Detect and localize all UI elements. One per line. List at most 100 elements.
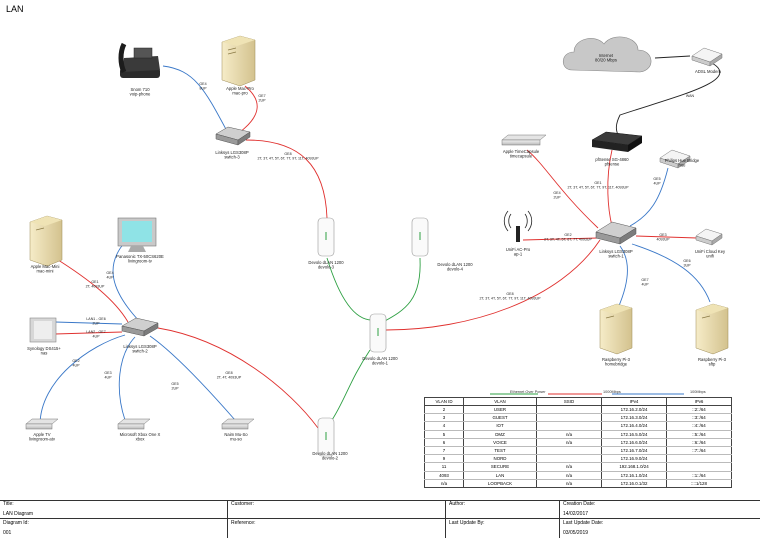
modem-icon[interactable]	[691, 47, 723, 67]
title-block: Title:LAN Diagram Customer: Author: Crea…	[0, 500, 760, 538]
tower-server-icon[interactable]	[695, 303, 729, 355]
switch-icon[interactable]	[121, 317, 159, 337]
table-cell: 172.16.0.1/32	[601, 479, 667, 488]
link-macmini-switch2	[54, 257, 129, 323]
desk-phone-icon[interactable]	[118, 42, 160, 78]
column-header: VLAN	[463, 397, 537, 406]
device-name: Internet	[599, 53, 614, 58]
table-cell: 9	[424, 454, 464, 464]
table-cell: 5	[424, 430, 464, 439]
device-name: Devolo dLAN 1200	[437, 262, 473, 267]
device-name: Devolo dLAN 1200	[312, 451, 348, 456]
modem-icon[interactable]	[695, 228, 723, 246]
powerline-adapter-icon[interactable]	[369, 313, 387, 353]
switch-icon[interactable]	[215, 126, 251, 146]
table-cell	[536, 405, 602, 415]
table-cell: n/a	[424, 479, 464, 488]
link-rpisftp-switch1	[631, 243, 711, 303]
device-name: Raspberry Pi-3	[602, 357, 631, 362]
device-name: Microsoft Xbox One X	[120, 432, 161, 437]
table-cell: ::5::/64	[666, 430, 732, 439]
link-unifi-switch1	[635, 235, 698, 239]
table-cell: 172.16.3.0/24	[601, 413, 667, 423]
set-top-box-icon[interactable]	[501, 134, 547, 146]
svg-text:ADSL Modem: ADSL Modem	[695, 69, 721, 74]
port-pfsense: GE1	[594, 181, 601, 185]
table-cell: 172.16.6.0/24	[601, 438, 667, 447]
monitor-icon[interactable]	[117, 217, 157, 252]
table-cell: 7	[424, 446, 464, 456]
tower-server-icon[interactable]	[221, 35, 256, 87]
column-header: VLAN ID	[424, 397, 464, 406]
table-cell: 172.16.1.0/24	[601, 471, 667, 480]
nas-icon[interactable]	[29, 317, 57, 343]
creation-date-label: Creation Date:	[563, 501, 596, 507]
set-top-box-icon[interactable]	[221, 418, 255, 430]
device-name: Devolo dLAN 1200	[362, 356, 398, 361]
last-update-date-value: 03/05/2019	[563, 530, 589, 536]
legend-eop-label: Ethernet Over Power	[510, 390, 546, 394]
set-top-box-icon[interactable]	[25, 418, 59, 430]
powerline-adapter-icon[interactable]	[317, 417, 335, 457]
legend-fast-label: 100Mbps	[690, 390, 706, 394]
last-update-date-label: Last Update Date:	[563, 520, 604, 526]
device-name: Synology DS415+	[27, 346, 61, 351]
cloud-icon	[562, 36, 652, 73]
table-cell: n/a	[536, 479, 602, 488]
link-appletv-switch2	[39, 334, 126, 426]
table-cell	[536, 421, 602, 431]
set-top-box-icon[interactable]	[117, 418, 151, 430]
port-timecapsule: GE4	[553, 191, 560, 195]
powerline-adapter-icon[interactable]	[411, 217, 429, 257]
link-nas-switch2-b	[54, 331, 123, 335]
modem-icon[interactable]	[659, 149, 691, 169]
wireless-antenna-icon[interactable]	[503, 210, 533, 242]
device-name: Raspberry Pi-3	[698, 357, 727, 362]
table-cell: 4093	[424, 471, 464, 480]
author-label: Author:	[449, 501, 466, 507]
port-sw2-uplink: GE8	[225, 371, 232, 375]
link-devolo4-devolo1	[382, 257, 421, 323]
port-ap: GE2	[564, 233, 571, 237]
firewall-icon[interactable]	[591, 131, 643, 152]
tower-server-icon[interactable]	[599, 303, 633, 355]
device-name: ADSL Modem	[695, 69, 721, 74]
table-cell: ::3::/64	[666, 413, 732, 423]
device-name: Snom 710	[130, 87, 150, 92]
svg-text:WAN: WAN	[686, 94, 695, 98]
diagram-id-value: 001	[3, 530, 12, 536]
switch-icon[interactable]	[595, 221, 637, 245]
reference-label: Reference:	[231, 520, 256, 526]
powerline-adapter-icon[interactable]	[317, 217, 335, 257]
table-cell	[536, 446, 602, 456]
link-nas-switch2-a	[54, 321, 123, 325]
link-pfsense-switch1	[607, 149, 613, 227]
table-cell: USER	[463, 405, 537, 415]
tower-server-icon[interactable]	[29, 215, 63, 267]
creation-date-value: 14/02/2017	[563, 511, 589, 517]
